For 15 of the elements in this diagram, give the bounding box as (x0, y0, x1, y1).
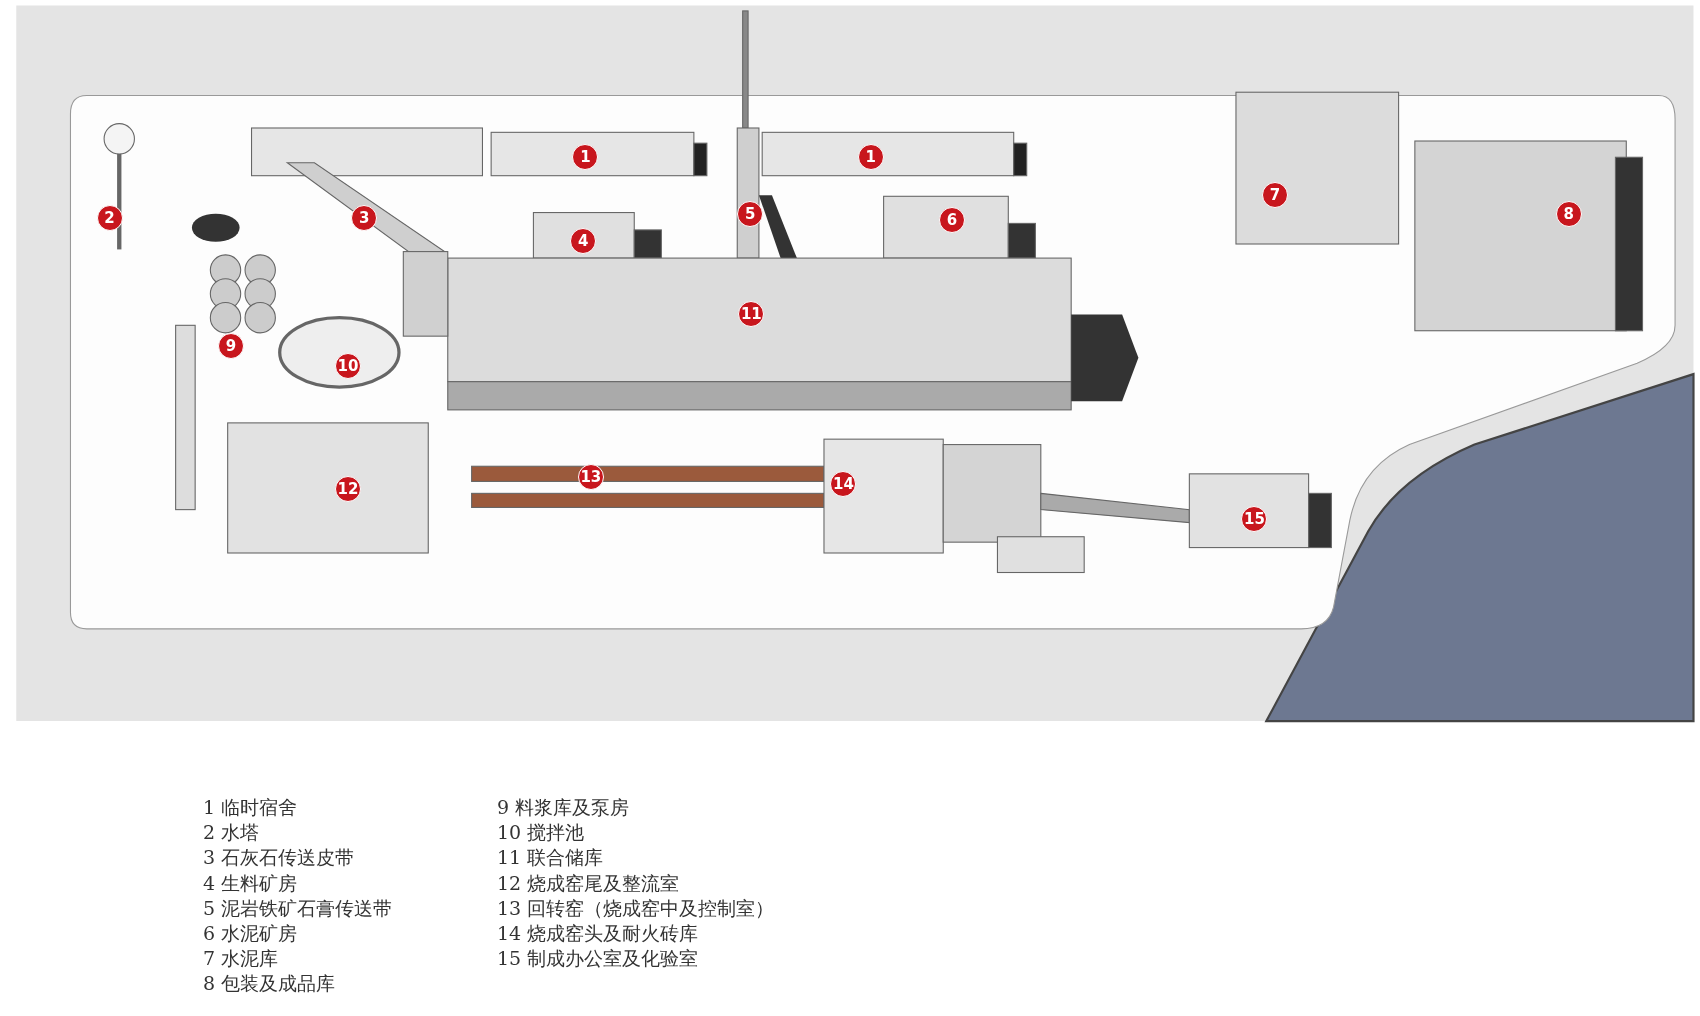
legend-item: 6 水泥矿房 (203, 921, 298, 946)
legend-item: 2 水塔 (203, 820, 260, 846)
legend-item: 4 生料矿房 (203, 870, 298, 896)
legend-item: 13 回转窑（烧成窑中及控制室） (497, 895, 775, 921)
legend-item: 3 石灰石传送皮带 (203, 845, 355, 871)
legend-item: 9 料浆库及泵房 (497, 795, 630, 820)
legend-item: 7 水泥库 (203, 946, 279, 972)
legend-item: 14 烧成窑头及耐火砖库 (497, 921, 699, 946)
legend-item: 15 制成办公室及化验室 (497, 946, 699, 972)
legend-item: 1 临时宿舍 (203, 795, 298, 820)
legend-item: 8 包装及成品库 (203, 971, 336, 997)
legend-item: 5 泥岩铁矿石膏传送带 (203, 895, 393, 921)
legend-item: 12 烧成窑尾及整流室 (497, 870, 680, 896)
legend-item: 11 联合储库 (497, 845, 604, 871)
legend-item: 10 搅拌池 (497, 820, 585, 846)
